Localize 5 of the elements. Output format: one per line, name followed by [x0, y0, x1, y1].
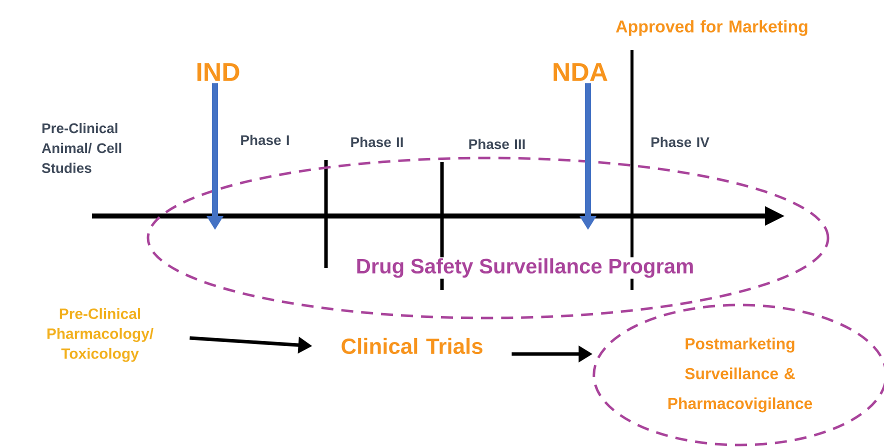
stage-label: Pre-Clinical Animal/ Cell Studies — [42, 122, 122, 174]
milestone-label: IND — [197, 63, 240, 81]
milestone-label: NDA — [554, 63, 608, 81]
stage-label: Clinical Trials — [342, 338, 482, 354]
approval-label: Approved for Marketing — [616, 20, 808, 36]
